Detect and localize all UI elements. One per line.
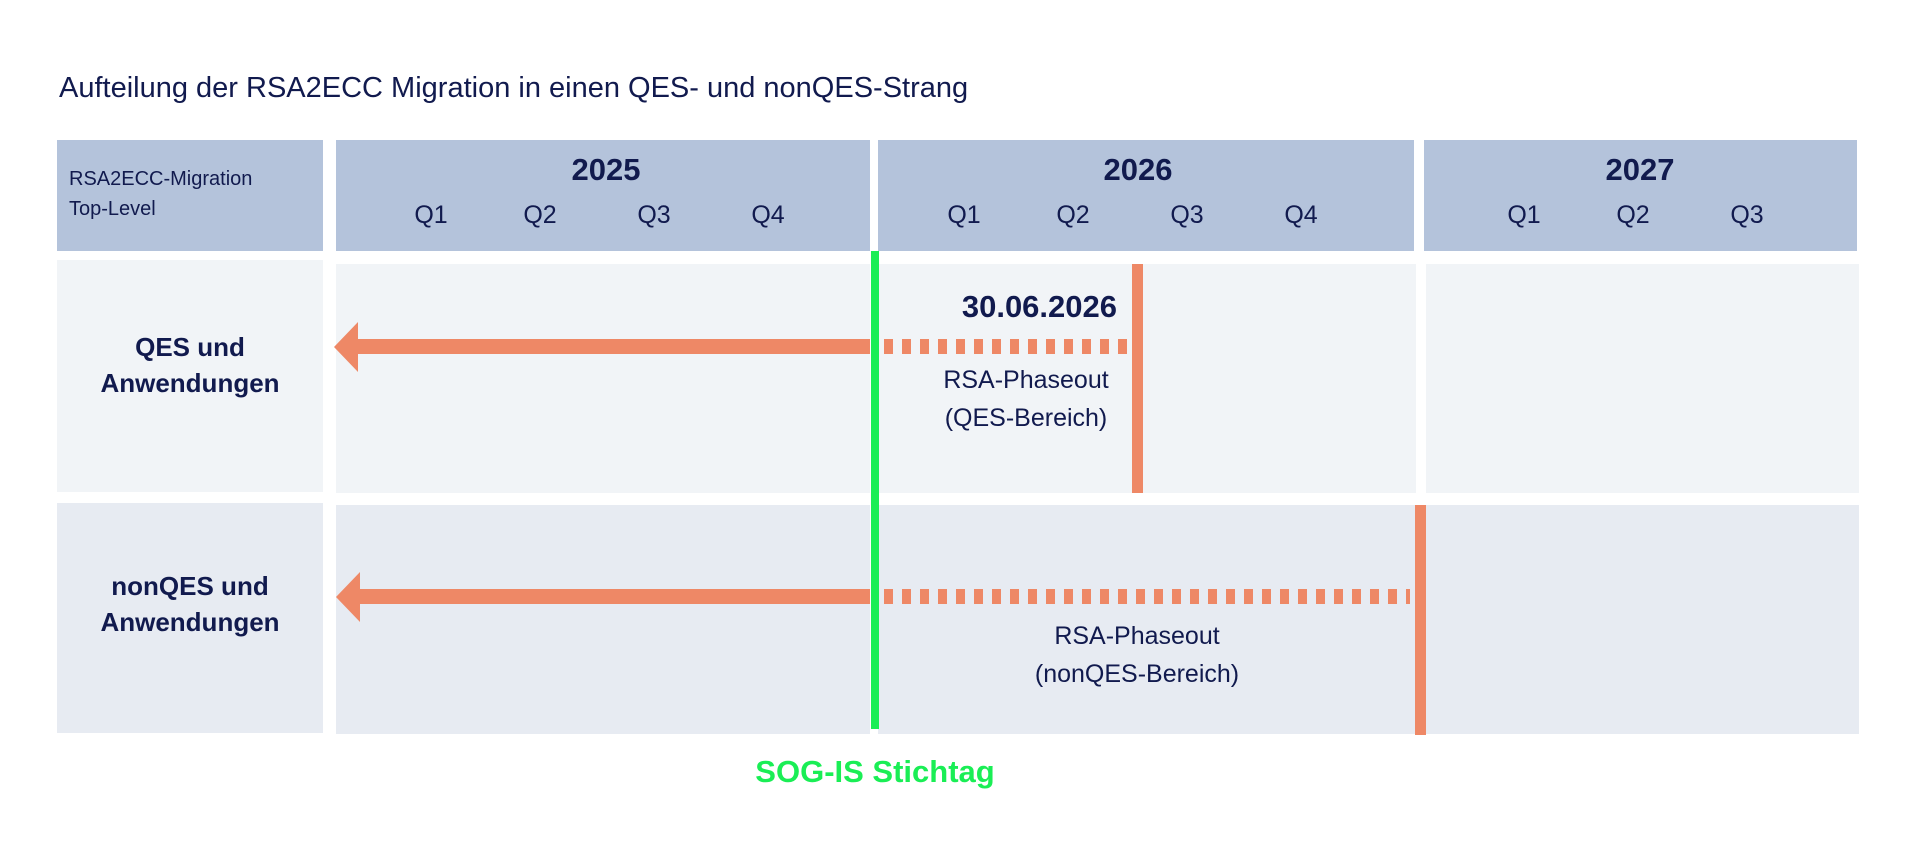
header-top-label: RSA2ECC-Migration Top-Level — [69, 164, 252, 224]
quarter-label: Q4 — [751, 201, 785, 229]
row-qes-cell — [878, 264, 1416, 493]
row-nonqes-cell — [1426, 505, 1859, 734]
quarter-label: Q3 — [1170, 201, 1204, 229]
year-2025-header — [336, 140, 870, 251]
arrow-left-icon — [334, 322, 358, 372]
sog-is-milestone-line — [871, 251, 879, 729]
row-qes-cell — [336, 264, 870, 493]
quarter-label: Q2 — [1616, 201, 1650, 229]
row-nonqes-cell — [336, 505, 870, 734]
row-nonqes-label-cell — [57, 503, 323, 733]
year-label: 2025 — [571, 152, 641, 187]
quarter-label: Q3 — [637, 201, 671, 229]
row-qes-cell — [1426, 264, 1859, 493]
note-line2: (nonQES-Bereich) — [1034, 660, 1240, 688]
year-2026-header — [878, 140, 1414, 251]
year-label: 2027 — [1605, 152, 1675, 187]
quarter-label: Q2 — [523, 201, 557, 229]
header-label-line2: Top-Level — [69, 198, 156, 220]
qes-phaseout-note: RSA-Phaseout (QES-Bereich) — [943, 361, 1108, 437]
header-label-cell — [57, 140, 323, 251]
row-label-line2: Anwendungen — [100, 368, 280, 398]
row-nonqes-label: nonQES und Anwendungen — [57, 568, 323, 640]
qes-deadline-date: 30.06.2026 — [961, 289, 1117, 324]
quarter-label: Q1 — [1507, 201, 1541, 229]
row-nonqes-cell — [878, 505, 1416, 734]
nonqes-dashed-line — [884, 589, 1410, 604]
qes-dashed-line — [884, 339, 1132, 354]
note-line1: RSA-Phaseout — [1054, 622, 1220, 650]
nonqes-deadline-line — [1415, 505, 1426, 735]
nonqes-arrow-shaft — [358, 589, 870, 604]
year-2027-header — [1424, 140, 1857, 251]
qes-deadline-line — [1132, 264, 1143, 493]
quarter-label: Q1 — [947, 201, 981, 229]
note-line1: RSA-Phaseout — [943, 366, 1109, 394]
nonqes-phaseout-note: RSA-Phaseout (nonQES-Bereich) — [1035, 617, 1239, 693]
row-qes-label-cell — [57, 260, 323, 492]
quarter-label: Q3 — [1730, 201, 1764, 229]
row-label-line1: nonQES und — [111, 571, 269, 601]
quarter-label: Q1 — [414, 201, 448, 229]
sog-is-milestone-label: SOG-IS Stichtag — [755, 754, 995, 789]
row-label-line2: Anwendungen — [100, 607, 280, 637]
note-line2: (QES-Bereich) — [944, 404, 1108, 432]
qes-arrow-shaft — [356, 339, 870, 354]
row-label-line1: QES und — [135, 332, 245, 362]
row-qes-label: QES und Anwendungen — [57, 329, 323, 401]
arrow-left-icon — [336, 572, 360, 622]
quarter-label: Q4 — [1284, 201, 1318, 229]
year-label: 2026 — [1103, 152, 1173, 187]
quarter-label: Q2 — [1056, 201, 1090, 229]
header-label-line1: RSA2ECC-Migration — [69, 168, 253, 190]
page-title: Aufteilung der RSA2ECC Migration in eine… — [59, 72, 969, 104]
